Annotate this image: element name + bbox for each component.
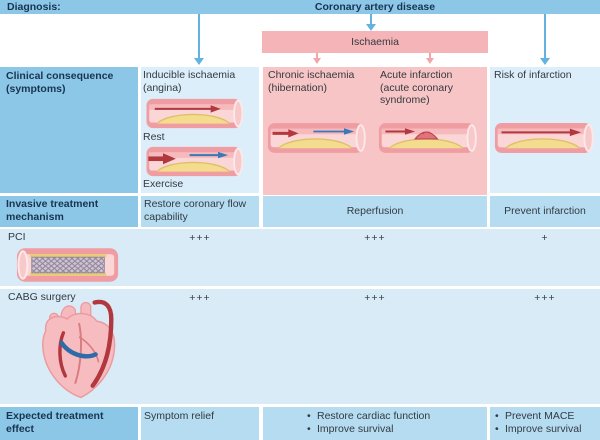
effect-col4-item-2: Improve survival [495,423,597,436]
cabg-score-mid: +++ [364,292,386,304]
arrow-to-inducible [198,14,200,59]
diagnosis-band [0,0,600,14]
artery-rest-illustration [142,97,250,130]
arrow-to-ischaemia [370,14,372,25]
arrow-ischaemia-to-acute [429,53,431,59]
arrow-ischaemia-to-acute-head [425,58,434,64]
artery-risk-illustration [494,120,597,156]
pci-score-mid: +++ [364,232,386,244]
invasive-header-cell: Invasive treatment mechanism [0,196,138,227]
stent-illustration [16,248,119,282]
cabg-label: CABG surgery [8,291,76,303]
pci-score-col1: +++ [189,232,211,244]
chronic-title: Chronic ischaemia (hibernation) [268,69,355,94]
mechanism-col1-cell: Restore coronary flow capability [141,196,259,227]
disease-title: Coronary artery disease [314,1,436,13]
effect-header-cell: Expected treatment effect [0,407,138,440]
effect-header-label: Expected treatment effect [6,410,104,435]
pci-score-col4: + [541,232,549,244]
acute-title: Acute infarction (acute coronary syndrom… [380,69,453,106]
mechanism-mid-label: Reperfusion [346,205,404,218]
effect-col4-list: Prevent MACE Improve survival [495,410,597,436]
ischaemia-box: Ischaemia [262,31,488,53]
effect-col1-cell: Symptom relief [141,407,259,440]
diagnosis-label: Diagnosis: [7,1,61,13]
effect-mid-item-1: Restore cardiac function [307,410,477,423]
arrow-to-risk [544,14,546,59]
mechanism-col4-cell: Prevent infarction [490,196,600,227]
cabg-score-col1: +++ [189,292,211,304]
effect-mid-list: Restore cardiac function Improve surviva… [307,410,477,436]
exercise-label: Exercise [143,178,184,190]
pci-label: PCI [8,231,26,243]
mechanism-mid-cell: Reperfusion [263,196,487,227]
ischaemia-label: Ischaemia [351,35,399,48]
clinical-header-cell: Clinical consequence (symptoms) [0,67,138,193]
mechanism-col4-label: Prevent infarction [504,205,586,218]
arrow-to-risk-head [540,58,550,65]
artery-chronic-illustration [267,120,369,156]
arrow-ischaemia-to-chronic-head [312,58,321,64]
arrow-to-inducible-head [194,58,204,65]
mechanism-col1-label: Restore coronary flow capability [144,198,247,223]
rest-label: Rest [143,131,165,143]
cabg-score-col4: +++ [534,292,556,304]
artery-acute-illustration [378,120,480,156]
artery-exercise-illustration [142,145,250,178]
arrow-ischaemia-to-chronic [316,53,318,59]
inducible-title: Inducible ischaemia (angina) [143,69,236,94]
effect-col4-item-1: Prevent MACE [495,410,597,423]
effect-mid-item-2: Improve survival [307,423,477,436]
clinical-header-label: Clinical consequence (symptoms) [6,70,114,95]
risk-title: Risk of infarction [494,69,572,81]
invasive-header-label: Invasive treatment mechanism [6,198,99,223]
effect-col1-label: Symptom relief [144,410,215,422]
heart-cabg-illustration [42,299,116,399]
arrow-to-ischaemia-head [366,24,376,31]
